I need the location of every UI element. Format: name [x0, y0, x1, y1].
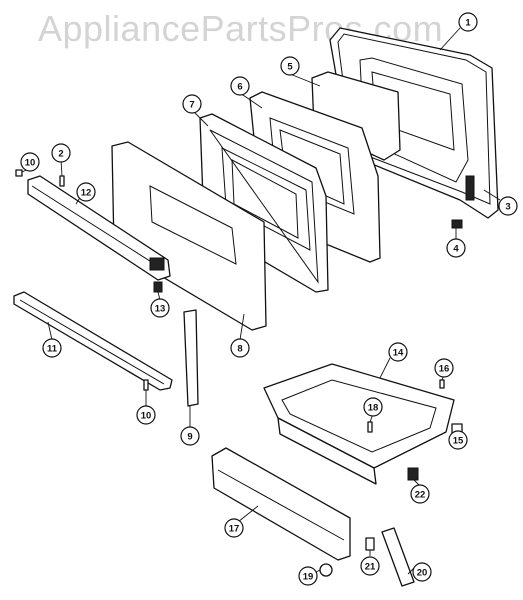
callout-label: 20 [417, 568, 428, 579]
part-13-clip [153, 281, 163, 293]
callout-21: 21 [360, 556, 380, 576]
part-10-screw-bottom [143, 379, 149, 391]
part-22-bumper [407, 467, 419, 481]
callout-label: 6 [237, 82, 242, 93]
callout-label: 9 [187, 432, 192, 443]
callout-label: 10 [141, 411, 152, 422]
callout-14: 14 [388, 342, 408, 362]
part-12-door-handle [27, 175, 171, 281]
callout-label: 1 [465, 18, 471, 29]
callout-10-top: 10 [20, 152, 40, 172]
callout-7: 7 [182, 94, 202, 114]
callout-8: 8 [230, 338, 250, 358]
callout-label: 21 [365, 562, 376, 573]
callout-label: 2 [58, 149, 63, 160]
callout-label: 3 [505, 202, 510, 213]
callout-11: 11 [42, 338, 62, 358]
callout-9: 9 [180, 426, 200, 446]
callout-label: 8 [237, 344, 242, 355]
callout-4: 4 [446, 238, 466, 258]
callout-10-bottom: 10 [136, 405, 156, 425]
callout-label: 19 [303, 572, 314, 583]
callout-label: 4 [453, 244, 459, 255]
part-2-screw [59, 175, 65, 187]
part-14-drawer [263, 363, 455, 485]
callout-label: 18 [368, 403, 379, 414]
callout-17: 17 [224, 518, 244, 538]
callout-label: 10 [25, 158, 36, 169]
callout-19: 19 [298, 566, 318, 586]
callout-16: 16 [434, 358, 454, 378]
part-4-clip [451, 219, 463, 229]
part-19-roller [319, 563, 333, 577]
callout-1: 1 [458, 12, 478, 32]
part-20-drawer-glide [381, 527, 415, 587]
callout-3: 3 [498, 196, 518, 216]
callout-label: 22 [415, 490, 426, 501]
callout-label: 15 [453, 436, 464, 447]
callout-15: 15 [448, 430, 468, 450]
callout-label: 12 [81, 188, 92, 199]
callout-5: 5 [280, 56, 300, 76]
callout-2: 2 [51, 143, 71, 163]
part-16-screw [439, 379, 445, 389]
part-11-vent-trim [13, 291, 173, 391]
part-9-side-trim [183, 309, 199, 407]
part-10-screw-top [15, 169, 23, 177]
callout-label: 16 [439, 364, 450, 375]
callout-label: 7 [189, 100, 194, 111]
callout-20: 20 [412, 562, 432, 582]
callout-label: 13 [155, 304, 166, 315]
callout-label: 17 [229, 524, 240, 535]
part-18-screw [367, 421, 373, 433]
part-17-drawer-front [211, 447, 351, 561]
part-7-inner-frame [199, 113, 329, 293]
callout-13: 13 [150, 298, 170, 318]
callout-6: 6 [230, 76, 250, 96]
callout-label: 14 [393, 348, 404, 359]
callout-label: 5 [287, 62, 293, 73]
part-21-stop [365, 537, 375, 551]
callout-label: 11 [47, 344, 58, 355]
callout-18: 18 [363, 397, 383, 417]
callout-12: 12 [76, 182, 96, 202]
callout-22: 22 [410, 484, 430, 504]
